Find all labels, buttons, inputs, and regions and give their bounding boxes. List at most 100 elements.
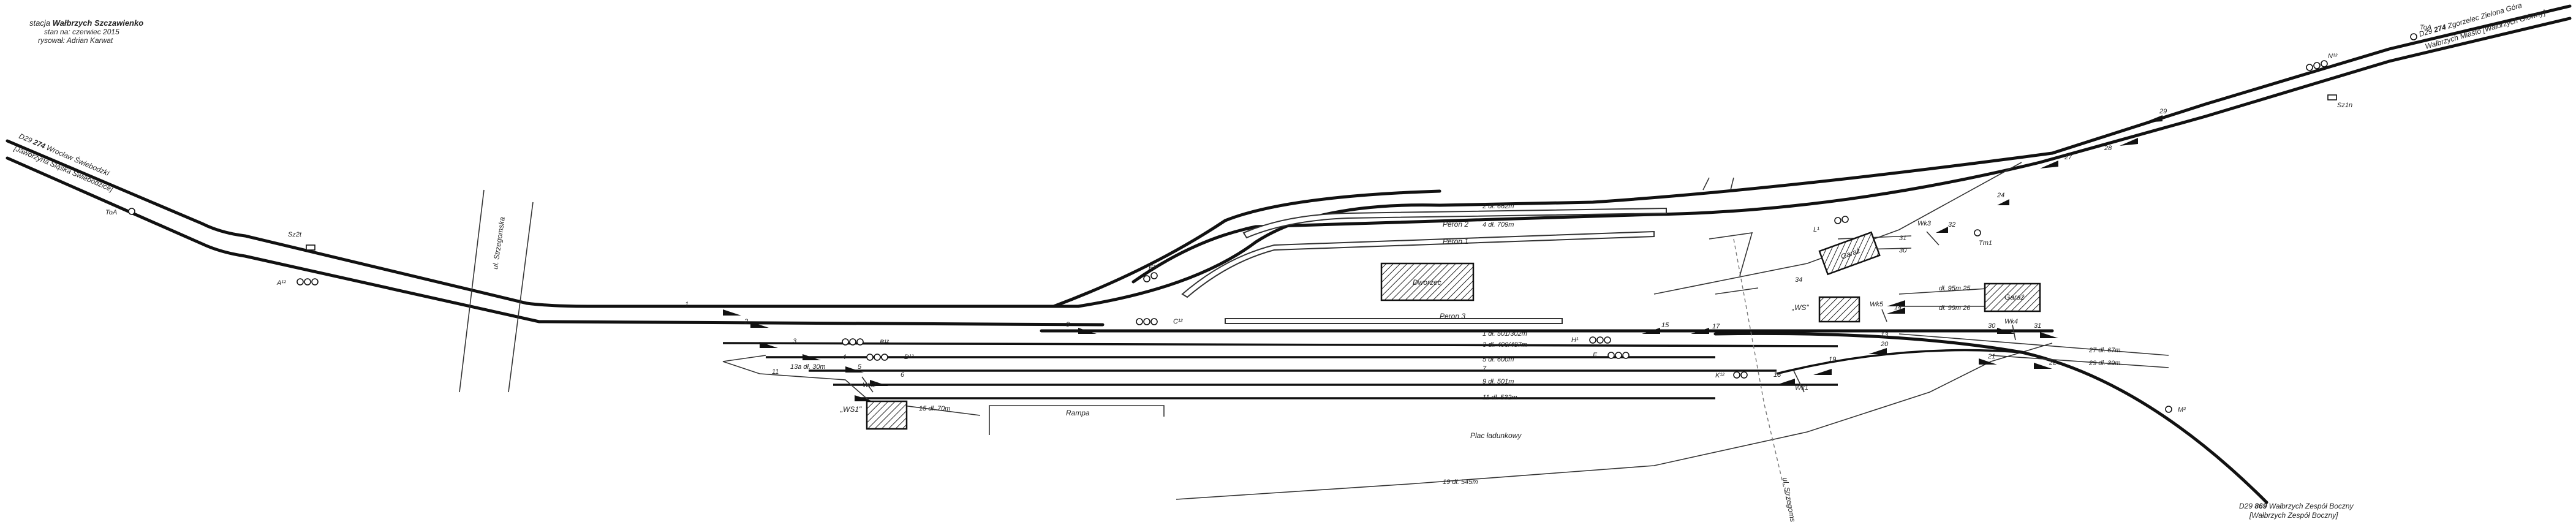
- signal-c: C¹²: [1136, 318, 1183, 325]
- signal-box-ws-label: „WS": [1791, 303, 1809, 312]
- signal-n: N¹²: [2306, 53, 2338, 71]
- bottom-line-label: D29 869 Wałbrzych Zespół Boczny: [2239, 502, 2354, 510]
- street-bottom: ul. Strzegomska: [1733, 238, 1799, 522]
- track-label-13a: 13a dł. 30m: [790, 363, 826, 371]
- track-label-27: 27 dł. 67m: [2088, 347, 2120, 354]
- svg-text:E¹²: E¹²: [1149, 264, 1158, 271]
- bottom-line-sub: [Wałbrzych Zespół Boczny]: [2249, 511, 2338, 520]
- svg-text:28: 28: [2104, 145, 2112, 152]
- svg-text:Wk4: Wk4: [2004, 318, 2018, 325]
- plac-label: Plac ładunkowy: [1470, 431, 1522, 440]
- track-main-upper-left: [6, 139, 1080, 308]
- rampa-outline: [989, 405, 1165, 435]
- svg-text:27: 27: [2064, 154, 2072, 161]
- switch-11: 11: [772, 368, 873, 401]
- station-tracks: D29 869 Wałbrzych Zespół Boczny [Wałbrzy…: [722, 162, 2354, 520]
- header-block: stacja Wałbrzych Szczawienko stan na: cz…: [29, 18, 143, 45]
- svg-text:32: 32: [1948, 221, 1955, 229]
- switches: 1 2 3 4 5 6 8 15 17 19 20 21 22 30 31 27…: [685, 108, 2167, 401]
- track-label-19: 19 dł. 545m: [1443, 478, 1478, 486]
- switch-19: 19: [1813, 356, 1836, 375]
- track-label-3: 3 dł. 490/487m: [1483, 341, 1527, 349]
- signal-toa-left: ToA: [105, 208, 135, 216]
- svg-text:20: 20: [1880, 341, 1889, 348]
- svg-text:Sz1n: Sz1n: [2337, 102, 2352, 109]
- track-29: [1990, 355, 2169, 368]
- svg-text:Wk2: Wk2: [863, 382, 876, 389]
- svg-text:Sz2t: Sz2t: [288, 231, 302, 238]
- header-station-name: Wałbrzych Szczawienko: [53, 18, 144, 28]
- signal-tm1: Tm1: [1974, 229, 1992, 247]
- track-label-7: 7: [1483, 365, 1487, 373]
- svg-text:30: 30: [1988, 322, 1996, 330]
- track-label-9: 9 dł. 501m: [1483, 378, 1514, 385]
- svg-text:3: 3: [793, 338, 797, 345]
- track-label-11: 11 dł. 532m: [1483, 394, 1517, 401]
- track-labels: 2 dł. 662m 4 dł. 709m 1 dł. 501/302m 3 d…: [790, 203, 2120, 486]
- signal-toa-right: ToA: [2410, 24, 2431, 40]
- svg-text:4: 4: [842, 354, 846, 361]
- svg-text:Wk5: Wk5: [1870, 301, 1884, 308]
- switch-27: 27: [2040, 154, 2072, 168]
- svg-text:2: 2: [744, 318, 748, 325]
- signal-box-ws1: [866, 400, 908, 430]
- svg-text:stacja Wałbrzych Szczawienko: stacja Wałbrzych Szczawienko: [29, 18, 143, 28]
- signal-k: K¹²: [1715, 371, 1748, 379]
- track-label-30: 30: [1899, 247, 1907, 254]
- switch-29: 29: [2144, 108, 2167, 123]
- building-dworzec-label: Dworzec: [1413, 278, 1441, 287]
- svg-text:22: 22: [2049, 359, 2057, 366]
- svg-text:D¹²: D¹²: [904, 354, 914, 361]
- track-27: [1898, 333, 2169, 356]
- svg-text:31: 31: [2034, 322, 2041, 330]
- svg-text:M²: M²: [2178, 406, 2186, 414]
- svg-text:15: 15: [1661, 322, 1669, 329]
- left-line-tracks: D29 274 Wrocław Świebodzki [Jaworzyna Śl…: [6, 132, 1105, 327]
- switch-21: 21: [1979, 353, 1997, 365]
- switch-33: 32: [1936, 221, 1955, 233]
- track-upper-through: [1076, 4, 2572, 308]
- platform-3-label: Peron 3: [1440, 312, 1465, 320]
- svg-text:Tm1: Tm1: [1979, 240, 1992, 247]
- signal-h: H¹: [1571, 336, 1611, 344]
- switch-4: 4: [803, 354, 846, 361]
- platform-1-label: Peron 1: [1443, 237, 1468, 246]
- svg-text:C¹²: C¹²: [1173, 318, 1183, 325]
- svg-text:29: 29: [2159, 108, 2167, 115]
- switch-14: 14: [1887, 304, 1905, 314]
- track-19: [1176, 342, 2053, 500]
- svg-text:Wk3: Wk3: [1917, 220, 1932, 227]
- platform-3: [1225, 318, 1563, 324]
- track-2: [1052, 189, 1441, 308]
- platform-2-label: Peron 2: [1443, 220, 1468, 229]
- switch-6: 6: [870, 371, 905, 386]
- svg-text:11: 11: [772, 368, 779, 376]
- switch-18: 18: [1773, 371, 1795, 385]
- track-label-1: 1 dł. 501/302m: [1483, 330, 1527, 338]
- signal-m: M²: [2165, 406, 2186, 414]
- svg-text:A¹²: A¹²: [276, 279, 286, 287]
- track-label-2: 2 dł. 662m: [1482, 203, 1514, 210]
- platform-1: [1181, 230, 1655, 298]
- platform-2: [1242, 207, 1667, 239]
- switch-20: 20: [1868, 341, 1889, 354]
- svg-text:Wk1: Wk1: [1795, 384, 1808, 392]
- upper-tracks: D29 274 Zgorzelec Zielona Góra Wałbrzych…: [1052, 1, 2572, 308]
- svg-text:ToA: ToA: [105, 209, 117, 216]
- switch-24: 24: [1996, 192, 2009, 205]
- svg-text:6: 6: [901, 371, 905, 379]
- svg-text:B¹²: B¹²: [880, 339, 889, 346]
- switch-1: 1: [685, 301, 741, 316]
- switch-28: 28: [2104, 138, 2138, 152]
- track-label-26: dł. 99m 26: [1939, 304, 1971, 312]
- svg-text:F: F: [1593, 352, 1598, 359]
- rampa-label: Rampa: [1066, 409, 1090, 417]
- signal-d: D¹²: [866, 354, 914, 361]
- signal-b: B¹²: [842, 338, 889, 346]
- street-left-label: ul. Strzegomska: [491, 216, 507, 270]
- switch-9: 15: [1642, 322, 1669, 334]
- track-25: [1898, 287, 1998, 295]
- track-connector: [1776, 349, 2022, 375]
- svg-text:14: 14: [1894, 304, 1902, 311]
- warn-wk1: Wk1: [1793, 370, 1808, 393]
